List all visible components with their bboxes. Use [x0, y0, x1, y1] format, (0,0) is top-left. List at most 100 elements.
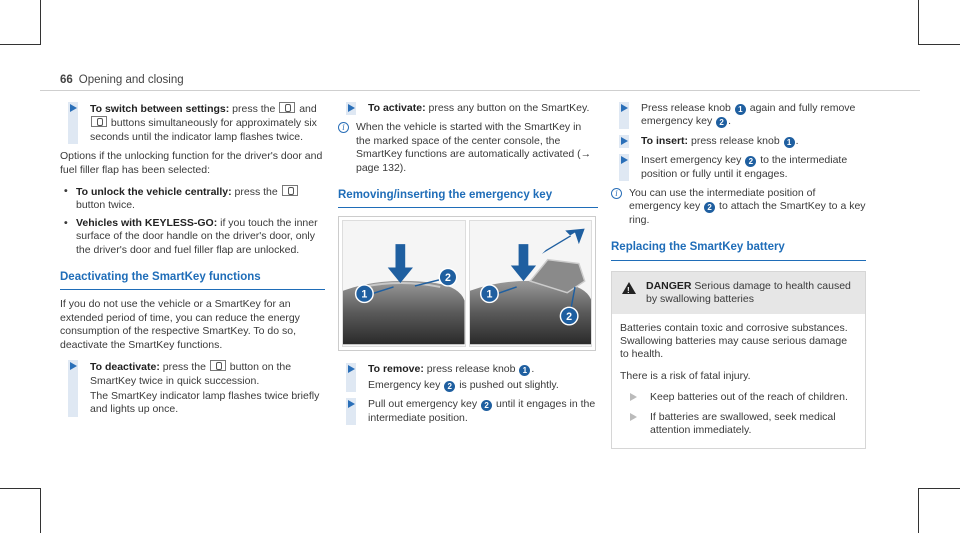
warning-triangle-icon: [622, 281, 636, 297]
note-key-ring: i You can use the intermediate position …: [611, 187, 866, 227]
step-deactivate: To deactivate: press the button on the S…: [60, 360, 325, 417]
unlock-button-icon: [281, 185, 298, 197]
step-full-remove: Press release knob 1 again and fully rem…: [611, 102, 866, 129]
column-2: To activate: press any button on the Sma…: [338, 102, 598, 431]
step-activate: To activate: press any button on the Sma…: [338, 102, 598, 116]
step-lead: To insert:: [641, 134, 689, 147]
marker-1: 1: [734, 104, 746, 115]
lock-button-icon: [279, 102, 296, 113]
step-bar: [628, 410, 638, 438]
step-text: again and fully remove emergency key: [641, 102, 856, 128]
step-text: .: [728, 115, 732, 128]
danger-body: Batteries contain toxic and corrosive su…: [612, 314, 865, 448]
callout-2: 2: [445, 273, 451, 285]
step-switch-settings: To switch between settings: press the an…: [60, 102, 325, 145]
crop-mark: [918, 488, 960, 489]
page-header: 66 Opening and closing: [60, 74, 184, 87]
step-text: Pull out emergency key: [368, 398, 481, 411]
step-text: press the: [159, 361, 209, 374]
info-icon: i: [611, 188, 622, 200]
danger-text: There is a risk of fatal injury.: [620, 369, 751, 382]
page-number: 66: [60, 74, 73, 86]
crop-mark: [0, 44, 41, 45]
step-text: press release knob: [688, 134, 783, 147]
note-activation: i When the vehicle is started with the S…: [338, 121, 598, 175]
bullet-text: button twice.: [76, 199, 135, 212]
bullet-lead: Vehicles with KEYLESS-GO:: [76, 216, 218, 229]
arrow-right-icon: [621, 156, 628, 165]
step-bar: [619, 102, 629, 129]
list-item: Vehicles with KEYLESS-GO: if you touch t…: [64, 217, 325, 257]
arrow-right-icon: [70, 104, 77, 112]
note-text: When the vehicle is started with the Sma…: [356, 121, 592, 174]
danger-title: Serious damage to health caused by swall…: [646, 279, 851, 306]
danger-text: Batteries contain toxic and corrosive su…: [620, 321, 848, 361]
step-text: to the intermediate position or fully un…: [641, 154, 848, 180]
step-text: press any button on the SmartKey.: [425, 102, 590, 114]
marker-2: 2: [716, 117, 728, 129]
bullet-text: if you touch the inner surface of the do…: [76, 216, 318, 256]
crop-mark: [918, 0, 919, 45]
crop-mark: [918, 488, 919, 533]
step-text: If batteries are swallowed, seek medical…: [650, 410, 836, 437]
step-text: Insert emergency key: [641, 154, 745, 167]
marker-2: 2: [481, 400, 493, 412]
step-remove: To remove: press release knob 1. Emergen…: [338, 363, 598, 393]
bullet-text: press the: [231, 186, 281, 199]
step-text: Keep batteries out of the reach of child…: [650, 391, 848, 404]
step-text: until it engages in the intermediate pos…: [368, 398, 596, 424]
arrow-right-icon: [621, 136, 628, 145]
step-bar: [68, 360, 78, 417]
step-text: press the: [229, 103, 279, 115]
list-item: To unlock the vehicle centrally: press t…: [64, 185, 325, 213]
step-insert-key: Insert emergency key 2 to the intermedia…: [611, 154, 866, 182]
arrow-right-icon: [348, 104, 355, 112]
step-bar: [346, 398, 356, 426]
arrow-right-icon: [348, 365, 355, 374]
emergency-key-figure: 1 2 1 2: [338, 216, 596, 352]
danger-header: DANGER Serious damage to health caused b…: [612, 271, 865, 314]
step-text: Press release knob: [641, 102, 734, 114]
step-lead: To deactivate:: [90, 361, 160, 374]
danger-label: DANGER: [646, 279, 692, 292]
figure-panel-left: 1 2: [342, 220, 466, 348]
options-list: To unlock the vehicle centrally: press t…: [64, 185, 325, 257]
step-text: button on the SmartKey twice in quick su…: [90, 361, 292, 387]
marker-1: 1: [783, 136, 795, 148]
step-pull-out: Pull out emergency key 2 until it engage…: [338, 398, 598, 426]
step-text: and: [296, 103, 317, 115]
emergency-key-pullout-illustration: 1 2: [469, 229, 591, 345]
step-insert: To insert: press release knob 1.: [611, 134, 866, 149]
step-result: The SmartKey indicator lamp flashes twic…: [90, 389, 320, 416]
header-rule: [40, 90, 920, 91]
arrow-right-icon: [630, 393, 637, 402]
arrow-right-icon: [621, 104, 628, 112]
step-lead: To switch between settings:: [90, 103, 230, 115]
step-text: press release knob: [423, 363, 519, 376]
arrow-right-icon: [348, 400, 355, 409]
step-text: Emergency key: [368, 378, 444, 391]
section-title: Opening and closing: [78, 74, 184, 86]
marker-2: 2: [704, 202, 716, 214]
step-bar: [68, 102, 78, 145]
column-3: Press release knob 1 again and fully rem…: [611, 102, 866, 449]
step-bar: [346, 363, 356, 393]
step-text: buttons simultaneously for approximately…: [90, 117, 317, 143]
arrow-right-icon: [630, 412, 637, 421]
unlock-button-icon: [91, 116, 107, 128]
step-lead: To activate:: [368, 102, 426, 114]
danger-step-keep-away: Keep batteries out of the reach of child…: [620, 391, 857, 405]
danger-step-medical: If batteries are swallowed, seek medical…: [620, 410, 857, 438]
callout-2: 2: [566, 311, 572, 323]
marker-2: 2: [745, 156, 757, 168]
marker-2: 2: [444, 380, 456, 392]
note-text: You can use the intermediate position of…: [629, 187, 816, 213]
danger-box: DANGER Serious damage to health caused b…: [611, 270, 866, 449]
marker-1: 1: [519, 365, 531, 377]
arrow-right-icon: [70, 362, 77, 371]
note-text: to attach the SmartKey to a key ring.: [629, 200, 866, 226]
crop-mark: [0, 488, 41, 489]
smartkey-release-illustration: 1 2: [343, 244, 465, 345]
section-heading-emergency-key: Removing/inserting the emergency key: [338, 189, 598, 209]
column-1: To switch between settings: press the an…: [60, 102, 325, 423]
